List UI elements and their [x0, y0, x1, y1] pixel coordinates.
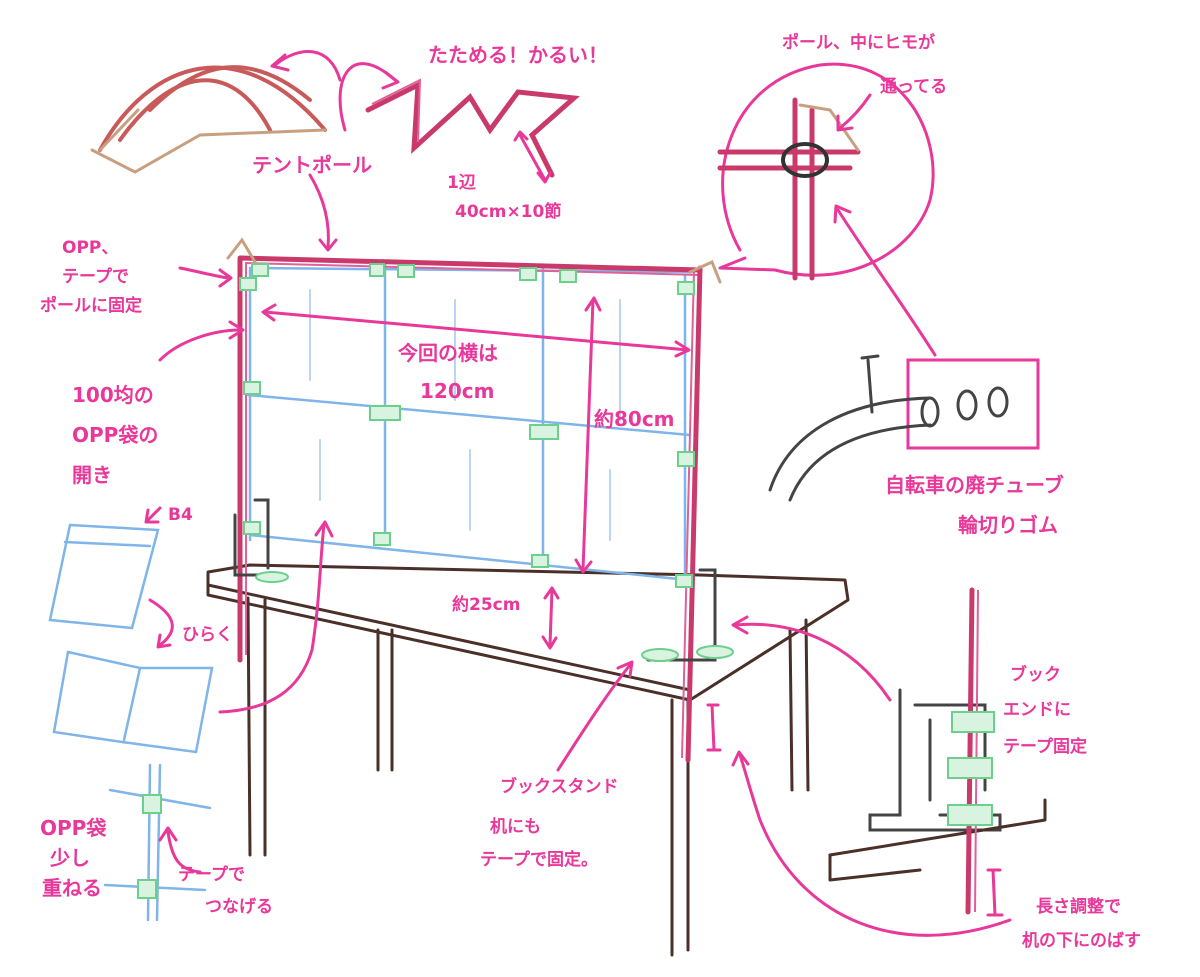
adjust-label-1: 長さ調整で [1036, 896, 1121, 917]
tape-piece [519, 267, 537, 281]
opp-tape-label-1: OPP、 [62, 238, 118, 258]
segment-label-2: 40cm×10節 [455, 201, 561, 222]
tape-piece [373, 532, 391, 546]
tape-piece [951, 711, 995, 733]
folded-pole [365, 78, 580, 184]
stand-label-1: ブックスタンド [500, 776, 619, 797]
pointer-arrows [158, 266, 1012, 937]
tape-piece [397, 264, 415, 278]
overlap-diagram [103, 763, 212, 922]
tape-piece [675, 574, 693, 588]
opp-bag-diagram [48, 506, 214, 754]
tape-piece [239, 277, 257, 291]
tape-pieces [239, 263, 695, 588]
tape-piece [947, 757, 993, 779]
elastic-label-1: ポール、中にヒモが [782, 32, 935, 53]
book-end-label-2: エンドに [1003, 700, 1071, 720]
arrow-tent-to-fold [338, 62, 397, 132]
table [206, 563, 850, 957]
overlap-label-3: 重ねる [42, 876, 102, 900]
elastic-label-2: 通ってる [880, 77, 947, 97]
overlap-label-2: 少し [49, 846, 90, 870]
height-80-label: 約80cm [594, 407, 675, 431]
bag-label-3: 開き [72, 463, 112, 487]
adjust-label-2: 机の下にのばす [1022, 930, 1141, 951]
annotations: たためる！かるい！ テントポール 1辺 40cm×10節 OPP、 テープで ポ… [40, 32, 1141, 951]
foldable-label: たためる！かるい！ [428, 43, 608, 67]
book-stands [233, 498, 734, 662]
width-label-2: 120cm [420, 379, 494, 403]
elastic-detail [717, 62, 937, 357]
book-end-detail [828, 587, 1047, 917]
frame-poles [226, 237, 722, 763]
stand-label-3: テープで固定。 [480, 849, 598, 870]
bike-tube-sketch [768, 354, 1040, 502]
tape-piece [251, 263, 269, 277]
book-end-label-3: テープ固定 [1003, 736, 1087, 757]
bag-label-1: 100均の [72, 383, 154, 407]
tape-piece [369, 263, 385, 277]
tape-piece [369, 405, 401, 421]
width-label-1: 今回の横は [398, 341, 498, 365]
tape-piece [531, 554, 549, 568]
segment-label-1: 1辺 [447, 173, 476, 193]
bag-label-2: OPP袋の [72, 423, 158, 447]
film-panels [246, 263, 694, 587]
b4-label: B4 [168, 505, 193, 525]
opp-tape-label-2: テープで [62, 266, 129, 287]
height-25-label: 約25cm [452, 594, 520, 615]
tape-piece [529, 424, 559, 440]
overlap-label-1: OPP袋 [40, 816, 107, 840]
stand-label-2: 机にも [490, 816, 541, 837]
tent-pole-label: テントポール [252, 153, 372, 177]
opp-tape-label-3: ポールに固定 [40, 295, 142, 316]
dimension-arrows [261, 296, 722, 752]
bike-label-1: 自転車の廃チューブ [885, 473, 1064, 497]
tape-piece [677, 281, 695, 295]
tape-piece [947, 804, 993, 826]
tape-piece [559, 269, 577, 283]
tape-piece [137, 879, 157, 899]
tape-join-label-1: テープで [178, 864, 245, 885]
tape-piece [243, 521, 261, 535]
tent-sketch [90, 65, 327, 174]
tape-piece [243, 381, 261, 395]
tape-piece [677, 451, 695, 467]
tape-piece [142, 794, 162, 814]
arrow-to-frame [308, 173, 330, 250]
book-end-label-1: ブック [1010, 664, 1061, 685]
open-label: ひらく [182, 625, 233, 645]
tape-join-label-2: つなげる [205, 897, 273, 917]
bike-label-2: 輪切りゴム [958, 513, 1058, 537]
